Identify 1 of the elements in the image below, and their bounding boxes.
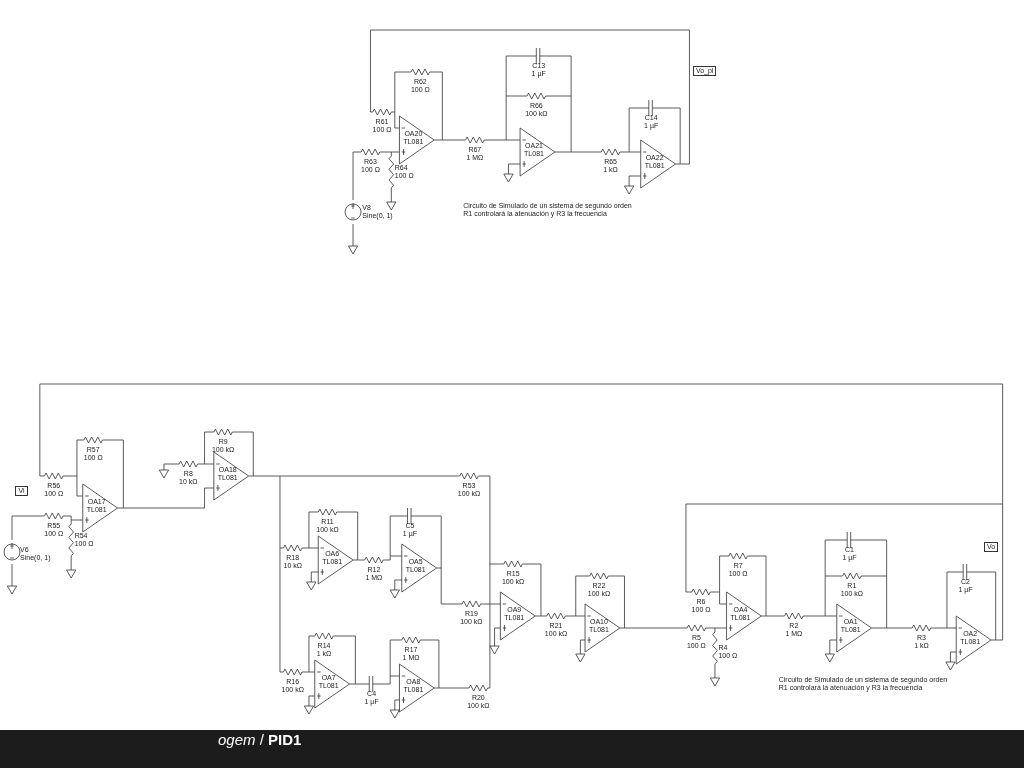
circuit-title: ogem / PID1 [218,731,302,748]
